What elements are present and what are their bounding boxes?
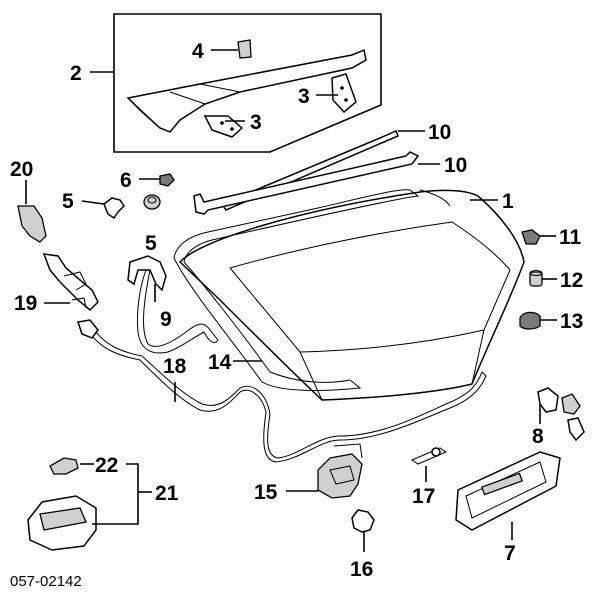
hinge-assembly <box>127 255 219 354</box>
spoiler-inset <box>90 13 382 153</box>
callout-4: 4 <box>192 40 204 63</box>
clip-5-left <box>103 197 125 220</box>
callout-10-upper: 10 <box>428 121 451 144</box>
striker <box>351 509 375 552</box>
cable-end <box>77 319 99 339</box>
weatherstrip-lower <box>193 151 420 215</box>
callout-12: 12 <box>560 269 583 292</box>
key-cylinder <box>537 387 585 442</box>
callout-8: 8 <box>532 425 544 448</box>
callout-17: 17 <box>412 485 435 508</box>
callout-18: 18 <box>163 355 187 378</box>
spoiler-bracket-left <box>203 115 244 138</box>
rear-spoiler <box>126 48 367 133</box>
license-garnish <box>455 451 561 540</box>
callout-5-lower: 5 <box>145 232 157 255</box>
light-assembly <box>27 457 152 551</box>
callout-20: 20 <box>10 158 33 181</box>
callout-21: 21 <box>155 482 179 505</box>
callout-14: 14 <box>208 351 232 374</box>
callout-15: 15 <box>254 481 278 504</box>
trunk-lid <box>178 189 525 401</box>
release-handle-20 <box>17 205 47 243</box>
callout-1: 1 <box>502 190 514 213</box>
trunk-seal <box>173 189 451 391</box>
spoiler-pad <box>237 39 252 59</box>
callout-9: 9 <box>160 308 172 331</box>
spoiler-bracket-right <box>331 73 357 114</box>
release-cable-line <box>85 323 487 463</box>
callout-2: 2 <box>70 62 82 85</box>
callout-5-left: 5 <box>62 190 74 213</box>
striker-16 <box>351 509 375 533</box>
bulb-22 <box>49 457 79 475</box>
bumper-12 <box>529 271 543 287</box>
torsion-bar <box>137 269 219 354</box>
callout-19: 19 <box>14 292 37 315</box>
key-cylinder-8 <box>537 387 559 413</box>
clips <box>81 173 175 220</box>
callout-13: 13 <box>560 310 583 333</box>
callout-22: 22 <box>95 454 118 477</box>
nut-11 <box>521 229 541 245</box>
callout-labels: 2 4 3 3 10 10 1 20 6 5 5 11 12 13 19 9 1… <box>10 40 583 590</box>
diagram-code: 057-02142 <box>10 573 82 590</box>
lock-rod-17 <box>410 447 448 465</box>
clip-6 <box>159 173 175 187</box>
trunk-latch-body <box>317 453 363 499</box>
trunk-lid-panel <box>178 189 525 401</box>
release-lever-19 <box>42 253 99 312</box>
weatherstrips <box>193 130 440 215</box>
lock-rod <box>410 447 448 482</box>
callout-7: 7 <box>504 542 516 565</box>
spoiler-inset-frame <box>113 13 382 153</box>
trunk-latch <box>286 443 363 499</box>
callout-6: 6 <box>120 169 132 192</box>
callout-3-left: 3 <box>250 111 262 134</box>
callout-10-lower: 10 <box>444 154 467 177</box>
callout-16: 16 <box>350 558 373 581</box>
release-lever <box>17 180 99 312</box>
bumper-13 <box>519 311 541 330</box>
callout-11: 11 <box>559 226 582 249</box>
callout-3-right: 3 <box>298 85 310 108</box>
small-fasteners <box>519 229 557 330</box>
release-cable <box>77 319 487 463</box>
license-garnish-7 <box>455 451 561 531</box>
hinge-bracket <box>127 255 167 292</box>
trunk-seal-loop <box>173 189 420 391</box>
